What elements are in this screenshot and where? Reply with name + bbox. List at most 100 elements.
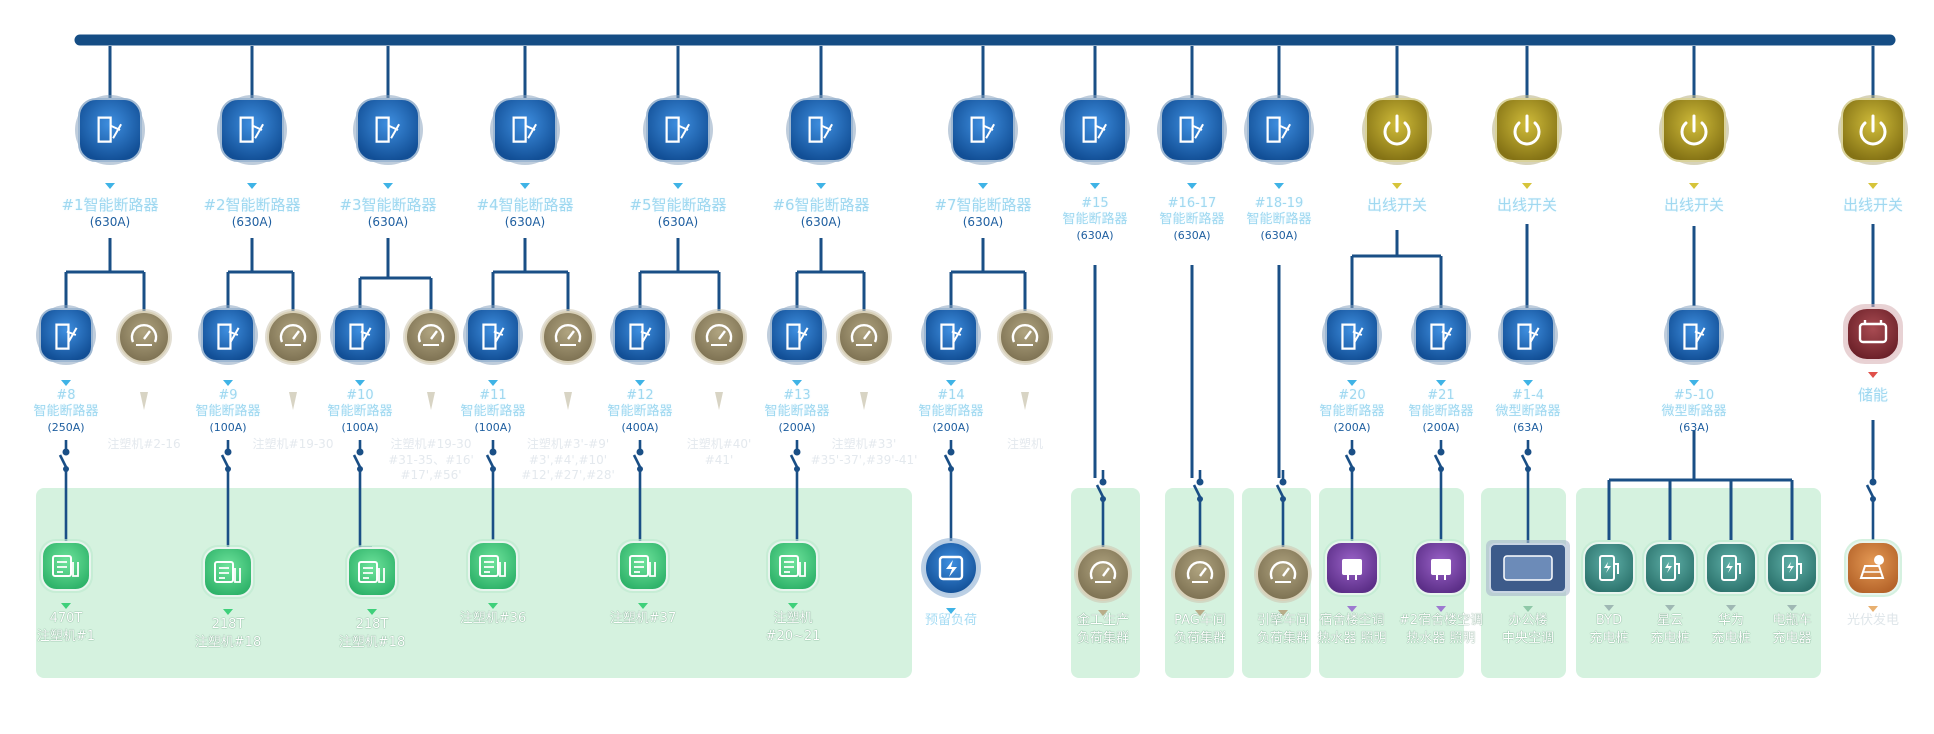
- device-label: #2宿舍楼空调 热水器 照明: [1398, 613, 1484, 646]
- sub-breaker-icon[interactable]: [610, 305, 670, 365]
- load-meter-icon[interactable]: [1074, 545, 1132, 603]
- down-arrow-icon: [383, 183, 393, 189]
- dormitory-load-icon[interactable]: [1412, 539, 1470, 597]
- injection-machine-icon[interactable]: [201, 545, 255, 599]
- power-meter-icon[interactable]: [997, 309, 1053, 365]
- power-meter-icon[interactable]: [116, 309, 172, 365]
- faded-arrow-icon: [427, 392, 435, 410]
- device-label: 218T 注塑机#18: [338, 617, 406, 650]
- down-arrow-icon: [1523, 380, 1533, 386]
- power-meter-icon[interactable]: [540, 309, 596, 365]
- smart-breaker-icon[interactable]: [1244, 95, 1314, 165]
- breaker-switch-symbol: [1275, 470, 1287, 548]
- outgoing-switch-icon[interactable]: [1362, 95, 1432, 165]
- sub-breaker-icon[interactable]: [1322, 305, 1382, 365]
- faded-arrow-icon: [1021, 392, 1029, 410]
- down-arrow-icon: [1868, 606, 1878, 612]
- injection-machine-icon[interactable]: [345, 545, 399, 599]
- down-arrow-icon: [1868, 183, 1878, 189]
- breaker-switch-symbol: [1344, 440, 1356, 548]
- injection-machine-icon[interactable]: [466, 539, 520, 593]
- sub-breaker-icon[interactable]: [1411, 305, 1471, 365]
- breaker-switch-symbol: [1520, 440, 1532, 548]
- meter-load-label: 注塑机#40' #41': [686, 437, 752, 467]
- device-label: 办公楼 中央空调: [1501, 613, 1555, 646]
- device-label: 星云 充电桩: [1650, 613, 1690, 646]
- power-meter-icon[interactable]: [691, 309, 747, 365]
- smart-breaker-icon[interactable]: [353, 95, 423, 165]
- charging-pile-icon[interactable]: [1581, 540, 1637, 596]
- sub-breaker-icon[interactable]: [1498, 305, 1558, 365]
- down-arrow-icon: [1436, 380, 1446, 386]
- smart-breaker-icon[interactable]: [217, 95, 287, 165]
- down-arrow-icon: [946, 608, 956, 614]
- down-arrow-icon: [946, 380, 956, 386]
- solar-panel-icon[interactable]: [1844, 539, 1902, 597]
- device-label: 光伏发电: [1846, 613, 1900, 628]
- down-arrow-icon: [223, 609, 233, 615]
- sub-breaker-icon[interactable]: [463, 305, 523, 365]
- breaker-switch-symbol: [58, 440, 70, 548]
- down-arrow-icon: [1098, 610, 1108, 616]
- device-label: 预留负荷: [924, 613, 978, 628]
- reserved-load-icon[interactable]: [921, 538, 981, 598]
- power-meter-icon[interactable]: [265, 309, 321, 365]
- charging-pile-icon[interactable]: [1703, 540, 1759, 596]
- charging-pile-icon[interactable]: [1764, 540, 1820, 596]
- faded-arrow-icon: [564, 392, 572, 410]
- down-arrow-icon: [247, 183, 257, 189]
- smart-breaker-icon[interactable]: [490, 95, 560, 165]
- down-arrow-icon: [367, 609, 377, 615]
- central-ac-icon[interactable]: [1486, 540, 1570, 596]
- outgoing-switch-icon[interactable]: [1659, 95, 1729, 165]
- smart-breaker-icon[interactable]: [75, 95, 145, 165]
- down-arrow-icon: [635, 380, 645, 386]
- power-meter-icon[interactable]: [403, 309, 459, 365]
- down-arrow-icon: [223, 380, 233, 386]
- down-arrow-icon: [1090, 183, 1100, 189]
- load-meter-icon[interactable]: [1254, 545, 1312, 603]
- breaker-switch-symbol: [220, 440, 232, 548]
- load-group-panel: [1576, 488, 1821, 678]
- power-meter-icon[interactable]: [836, 309, 892, 365]
- injection-machine-icon[interactable]: [766, 539, 820, 593]
- breaker-switch-symbol: [789, 440, 801, 548]
- sub-breaker-icon[interactable]: [921, 305, 981, 365]
- smart-breaker-icon[interactable]: [786, 95, 856, 165]
- outgoing-switch-icon[interactable]: [1838, 95, 1908, 165]
- sub-breaker-icon[interactable]: [198, 305, 258, 365]
- smart-breaker-icon[interactable]: [1157, 95, 1227, 165]
- down-arrow-icon: [1392, 183, 1402, 189]
- down-arrow-icon: [61, 603, 71, 609]
- down-arrow-icon: [1274, 183, 1284, 189]
- injection-machine-icon[interactable]: [39, 539, 93, 593]
- outgoing-switch-icon[interactable]: [1492, 95, 1562, 165]
- sub-breaker-icon[interactable]: [1664, 305, 1724, 365]
- device-label: PAG车间 负荷集群: [1173, 613, 1227, 646]
- dormitory-load-icon[interactable]: [1323, 539, 1381, 597]
- injection-machine-icon[interactable]: [616, 539, 670, 593]
- device-label: 注塑机#36: [459, 611, 527, 626]
- device-label: 218T 注塑机#18: [194, 617, 262, 650]
- down-arrow-icon: [1689, 183, 1699, 189]
- sub-breaker-icon[interactable]: [330, 305, 390, 365]
- device-label: 金工生产 负荷集群: [1076, 613, 1130, 646]
- faded-arrow-icon: [715, 392, 723, 410]
- smart-breaker-icon[interactable]: [948, 95, 1018, 165]
- sub-breaker-icon[interactable]: [767, 305, 827, 365]
- load-meter-icon[interactable]: [1171, 545, 1229, 603]
- down-arrow-icon: [488, 603, 498, 609]
- smart-breaker-icon[interactable]: [643, 95, 713, 165]
- down-arrow-icon: [1195, 610, 1205, 616]
- breaker-switch-symbol: [1095, 470, 1107, 548]
- faded-arrow-icon: [289, 392, 297, 410]
- down-arrow-icon: [1689, 380, 1699, 386]
- sub-breaker-icon[interactable]: [36, 305, 96, 365]
- energy-storage-icon[interactable]: [1843, 304, 1903, 364]
- smart-breaker-icon[interactable]: [1060, 95, 1130, 165]
- breaker-switch-symbol: [352, 440, 364, 548]
- charging-pile-icon[interactable]: [1642, 540, 1698, 596]
- down-arrow-icon: [1278, 610, 1288, 616]
